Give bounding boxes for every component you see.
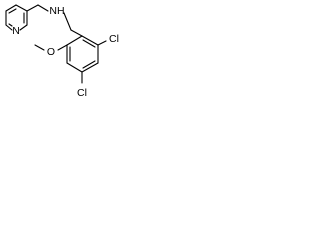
- bond: [81, 35, 99, 46]
- benzene-ring: [66, 35, 99, 73]
- bond: [63, 12, 72, 31]
- bond: [15, 4, 28, 12]
- substituents: [34, 40, 107, 84]
- linker-chain: [26, 4, 83, 37]
- chloro-top-label: Cl: [109, 33, 119, 45]
- bond: [66, 35, 83, 46]
- bond: [66, 62, 83, 73]
- methoxy-oxygen-label: O: [47, 46, 55, 58]
- bond: [70, 29, 83, 37]
- double-bond: [8, 8, 17, 14]
- double-bond: [82, 60, 96, 69]
- bond: [34, 44, 45, 51]
- double-bond: [8, 23, 13, 27]
- pyridine-ring: [5, 4, 28, 31]
- bond: [37, 4, 49, 12]
- bond: [19, 24, 28, 31]
- double-bond: [82, 39, 96, 48]
- amine-label: NH: [49, 5, 64, 17]
- bond: [5, 24, 13, 31]
- chloro-bottom-label: Cl: [77, 87, 87, 99]
- chemical-structure: N NH O Cl Cl: [5, 4, 119, 99]
- bond: [57, 44, 68, 51]
- bond: [5, 4, 17, 12]
- bond: [26, 4, 39, 12]
- bond: [97, 40, 107, 46]
- bond: [81, 62, 99, 73]
- pyridine-nitrogen-label: N: [12, 25, 20, 37]
